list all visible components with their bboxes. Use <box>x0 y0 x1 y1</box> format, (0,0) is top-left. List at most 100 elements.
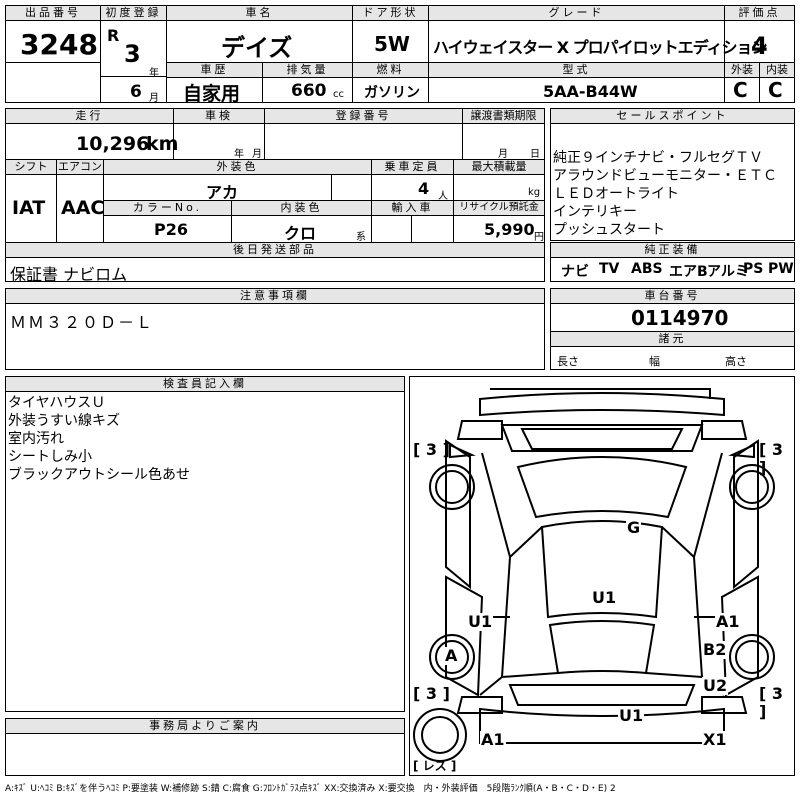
car-name-label: 車名 <box>167 6 352 21</box>
color-label: 外装色 <box>104 160 371 175</box>
lot-number: 3248 <box>20 28 98 61</box>
sales-point-box: セールスポイント 純正９インチナビ・フルセグＴＶ アラウンドビューモニター・ＥＴ… <box>550 108 795 241</box>
interior-color-unit: 系 <box>356 232 366 243</box>
chassis-number: 0114970 <box>631 306 729 330</box>
tire-rear-right: [ 3 ] <box>759 684 784 721</box>
grade: ハイウェイスター X プロパイロットエディション <box>433 38 768 57</box>
equip-airbag: エアB <box>669 264 708 280</box>
sales-line-2: アラウンドビューモニター・ＥＴＣ <box>553 168 777 184</box>
displacement: 660 <box>291 81 327 101</box>
inspector-line-5: ブラックアウトシール色あせ <box>8 467 190 483</box>
model: 5AA-B44W <box>543 82 638 101</box>
displacement-label: 排気量 <box>263 63 352 78</box>
mark-u1-roof: U1 <box>591 588 618 607</box>
mark-a1-right: A1 <box>715 612 741 631</box>
era: R <box>107 26 120 45</box>
chassis-box: 車台番号 0114970 諸元 長さ 幅 高さ <box>550 288 795 370</box>
inspector-box: 検査員記入欄 タイヤハウスＵ 外装うすい線キズ 室内汚れ シートしみ小 ブラック… <box>5 376 405 712</box>
height-label: 高さ <box>725 355 747 368</box>
length-label: 長さ <box>557 355 579 368</box>
header-box: 出品番号 3248 初度登録 R 3 年 6 月 車名 デイズ ドア形状 5W … <box>5 5 795 105</box>
mark-b2-right: B2 <box>702 640 728 659</box>
later-parts-label: 後日発送部品 <box>6 243 544 258</box>
interior-color: クロ <box>284 224 317 243</box>
later-parts: 保証書 ナビロム <box>10 265 128 284</box>
recycle-unit: 円 <box>534 232 544 243</box>
office-label: 事務局よりご案内 <box>6 719 404 734</box>
equip-ps: PS <box>743 261 764 277</box>
recycle: 5,990 <box>484 220 535 239</box>
month-unit: 月 <box>149 93 159 104</box>
inspector-label: 検査員記入欄 <box>6 377 404 392</box>
score: 4 <box>751 32 768 60</box>
car-name: デイズ <box>221 34 293 62</box>
equipment-label: 純正装備 <box>551 243 794 258</box>
mark-a-left: A <box>444 646 459 665</box>
sales-line-4: インテリキー <box>553 204 637 220</box>
load-unit: kg <box>528 187 541 198</box>
mileage-unit: km <box>146 133 179 155</box>
model-label: 型式 <box>429 63 724 78</box>
inspector-line-2: 外装うすい線キズ <box>8 413 120 429</box>
sales-line-1: 純正９インチナビ・フルセグＴＶ <box>553 150 763 166</box>
capacity: 4 <box>418 179 430 198</box>
year-unit: 年 <box>149 68 159 79</box>
notes-text: ＭＭ３２０Ｄ－Ｌ <box>10 313 155 332</box>
reg-year: 3 <box>124 40 141 68</box>
capacity-label: 乗車定員 <box>372 160 453 175</box>
history-label: 車歴 <box>167 63 262 78</box>
reg-month: 6 <box>130 82 142 102</box>
tire-rear-left: [ 3 ] <box>413 684 450 703</box>
transfer-label: 譲渡書類期限 <box>463 109 544 124</box>
inspector-line-1: タイヤハウスＵ <box>8 395 106 411</box>
mark-x1-rear: X1 <box>702 730 728 749</box>
insp-month-unit: 月 <box>252 149 262 160</box>
ac: AAC <box>61 197 105 219</box>
recycle-label: リサイクル預託金 <box>454 201 544 216</box>
first-reg-label: 初度登録 <box>101 6 166 21</box>
notes-box: 注意事項欄 ＭＭ３２０Ｄ－Ｌ <box>5 288 545 370</box>
equipment-box: 純正装備 ナビ TV ABS エアB アルミ PS PW <box>550 242 795 282</box>
shift-label: シフト <box>6 160 56 175</box>
legend: A:ｷｽﾞ U:ﾍｺﾐ B:ｷｽﾞを伴うﾍｺﾐ P:要塗装 W:補修跡 S:錆 … <box>5 784 616 794</box>
car-diagram <box>413 388 775 762</box>
doors: 5W <box>374 32 410 56</box>
load-label: 最大積載量 <box>454 160 544 175</box>
shift: IAT <box>12 197 46 219</box>
ac-label: エアコン <box>57 160 103 175</box>
ext-grade: C <box>733 78 748 102</box>
mark-g-windshield: G <box>626 518 642 537</box>
regno-label: 登録番号 <box>265 109 462 124</box>
tire-front-left: [ 3 ] <box>413 440 450 459</box>
equip-alloy: アルミ <box>707 264 749 280</box>
equip-tv: TV <box>599 261 620 277</box>
color: アカ <box>206 183 239 202</box>
color-no: P26 <box>154 220 188 239</box>
width-label: 幅 <box>649 355 660 368</box>
mileage-label: 走行 <box>6 109 173 124</box>
sales-point-label: セールスポイント <box>551 109 794 124</box>
equip-navi: ナビ <box>561 264 589 280</box>
sales-line-3: ＬＥＤオートライト <box>553 186 679 202</box>
mileage: 10,296 <box>76 133 150 155</box>
capacity-unit: 人 <box>438 191 448 202</box>
mark-u2-right: U2 <box>702 676 729 695</box>
insp-year-unit: 年 <box>234 149 244 160</box>
doors-label: ドア形状 <box>353 6 428 21</box>
notes-label: 注意事項欄 <box>6 289 544 304</box>
displacement-unit: cc <box>333 89 344 100</box>
import-label: 輸入車 <box>372 201 453 216</box>
inspector-line-4: シートしみ小 <box>8 449 92 465</box>
car-diagram-box: [ 3 ] [ 3 ] [ 3 ] [ 3 ] [ レス ] G U1 U1 A… <box>409 376 795 776</box>
mark-u1-rear: U1 <box>618 706 645 725</box>
mark-u1-left: U1 <box>467 612 494 631</box>
equip-abs: ABS <box>631 261 663 277</box>
ext-label: 外装 <box>725 63 759 78</box>
lot-label: 出品番号 <box>6 6 100 21</box>
int-label: 内装 <box>760 63 794 78</box>
transfer-month-unit: 月 <box>498 149 508 160</box>
chassis-label: 車台番号 <box>551 289 794 304</box>
dims-label: 諸元 <box>551 331 794 347</box>
interior-color-label: 内装色 <box>232 201 371 216</box>
color-no-label: カラーNo. <box>104 201 231 216</box>
